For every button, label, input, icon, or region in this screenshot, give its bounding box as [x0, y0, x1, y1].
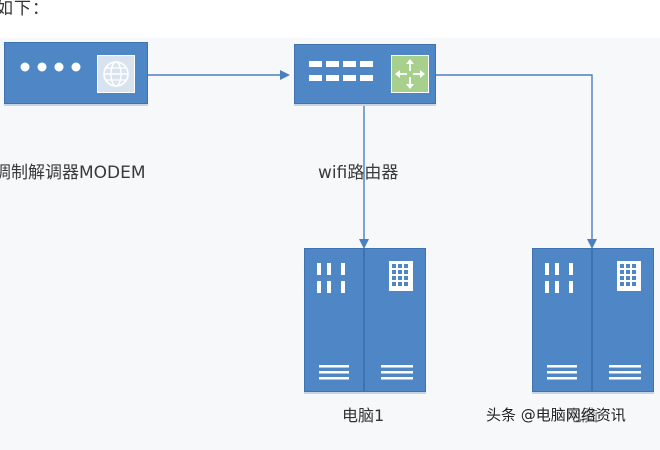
watermark: 头条 @电脑网络资讯 [486, 406, 626, 424]
pc1-device [304, 248, 426, 392]
modem-device [4, 42, 148, 104]
pc1-left-panel [304, 248, 364, 392]
pc2-label: 电脑 [566, 406, 599, 425]
router-ports [309, 61, 373, 81]
pc2-left-panel [532, 248, 592, 392]
pc1-right-panel [364, 248, 426, 392]
router-label: wifi路由器 [318, 163, 399, 183]
globe-icon [97, 55, 135, 93]
intro-text: 如下： [0, 0, 50, 19]
modem-label: 调制解调器MODEM [0, 163, 146, 183]
modem-status-lights [20, 62, 81, 72]
pc2-right-panel [592, 248, 654, 392]
pc2-device [532, 248, 654, 392]
router-device [294, 44, 436, 104]
router-to-pc2-arrow [434, 74, 597, 249]
pc1-label: 电脑1 [342, 406, 385, 425]
router-arrows-icon [391, 55, 429, 93]
